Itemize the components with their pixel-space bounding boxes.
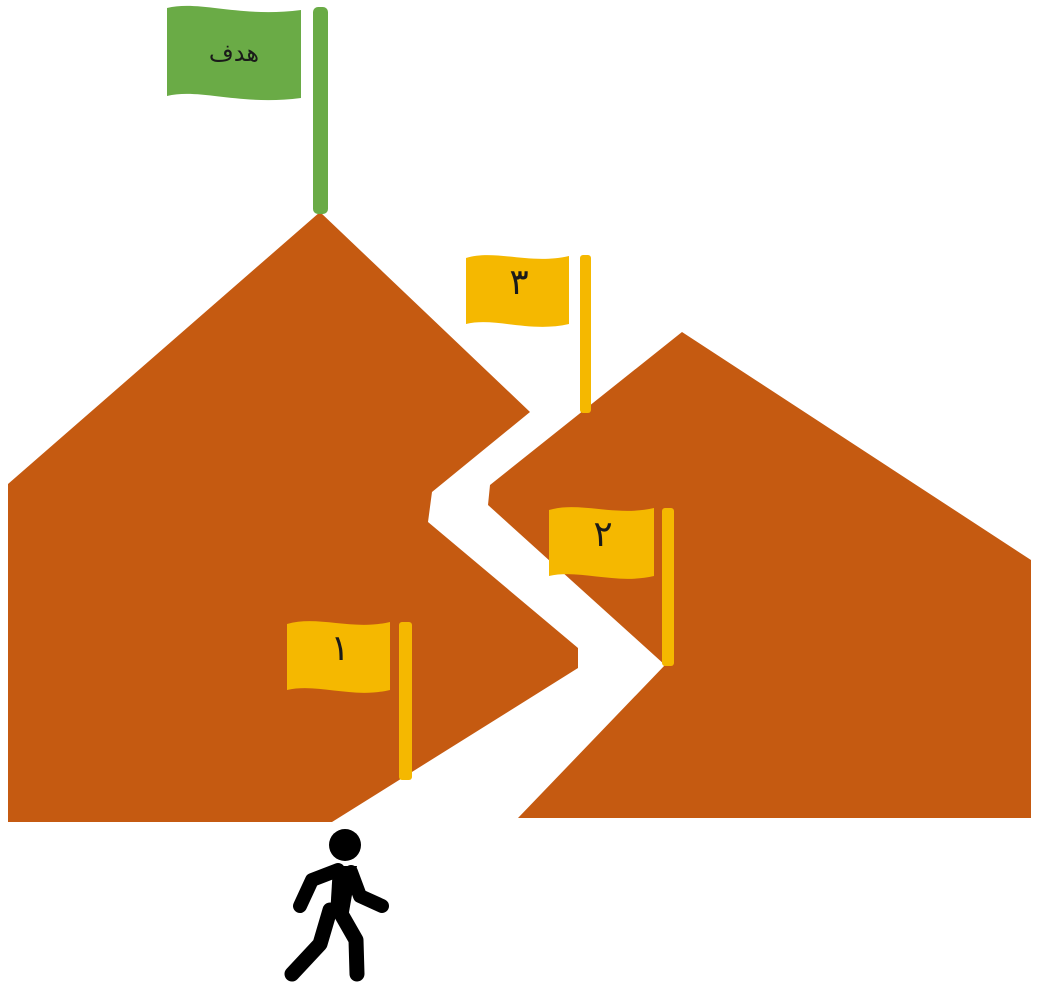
goal-flag-pole [313,7,328,214]
milestone-flag-2-pole [662,508,674,666]
milestone-flag-2-label: ٢ [593,514,612,555]
milestone-flag-1-label: ١ [330,628,349,669]
milestone-flag-3-pole [580,255,591,413]
milestone-flag-3-label: ٣ [509,262,528,303]
milestone-flag-1-pole [399,622,412,780]
right-mountain [488,332,1031,818]
goal-flag-label: هدف [209,39,259,67]
person-walking-icon [292,829,382,974]
goal-flag: هدف [167,6,328,214]
